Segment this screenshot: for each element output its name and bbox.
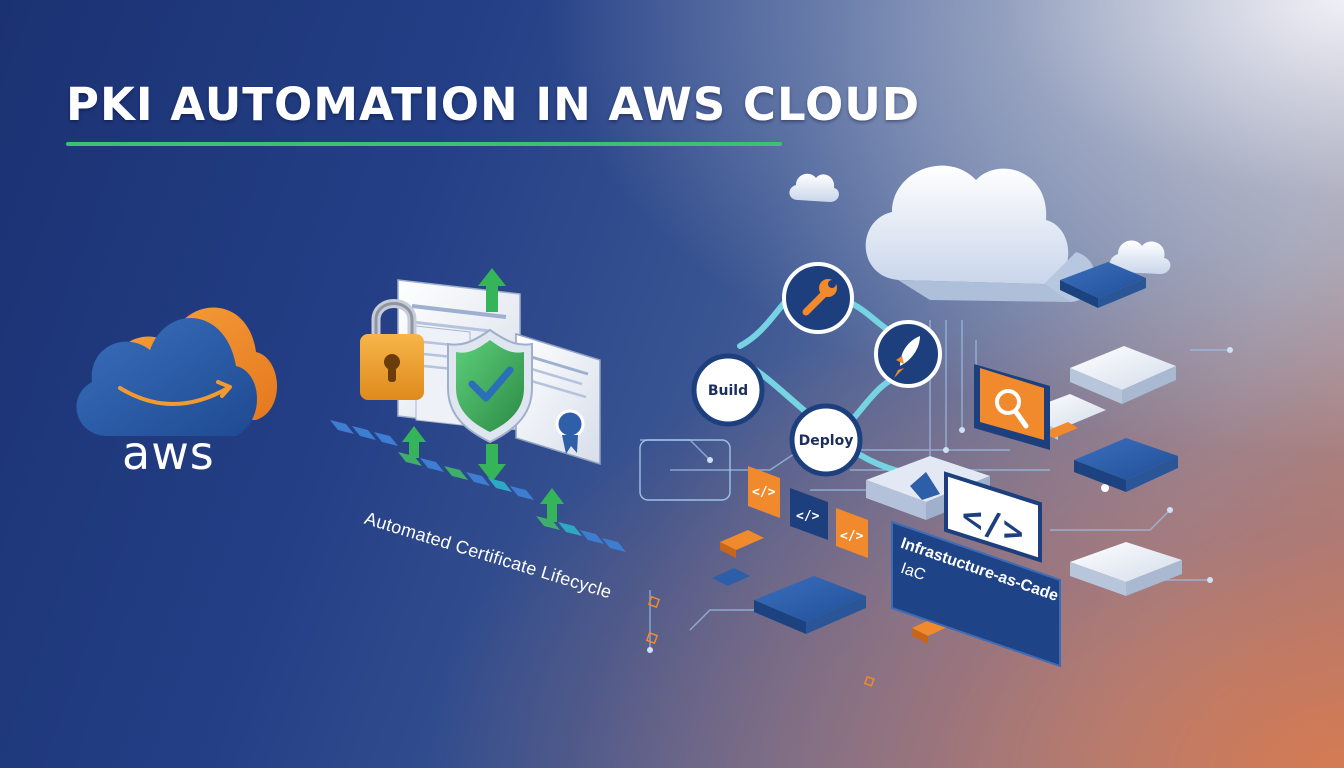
certificate-security-illustration xyxy=(330,268,626,552)
code-tile: </> xyxy=(836,508,868,558)
aws-logo-text: aws xyxy=(122,426,215,480)
magnifier-monitor xyxy=(974,364,1050,450)
iac-panel xyxy=(891,520,1061,668)
shield-check-icon xyxy=(447,328,533,444)
devops-pipeline-illustration: Build Deploy </> xyxy=(639,165,1233,687)
certificate-icon xyxy=(515,332,601,466)
padlock-icon xyxy=(360,299,424,400)
deploy-label: Deploy xyxy=(799,433,854,449)
title-underline xyxy=(66,142,782,146)
page-title: PKI AUTOMATION IN AWS CLOUD xyxy=(66,78,921,131)
deploy-button[interactable]: Deploy xyxy=(789,403,863,477)
code-tile: </> xyxy=(748,466,780,518)
rocket-button[interactable] xyxy=(874,320,942,388)
build-button[interactable]: Build xyxy=(691,353,765,427)
lifecycle-chevrons xyxy=(330,420,626,552)
code-icon: </> xyxy=(796,509,820,524)
platform-tiles xyxy=(712,262,1182,644)
decor-squares xyxy=(645,595,875,687)
wrench-icon xyxy=(802,279,837,316)
code-tile: </> xyxy=(790,488,828,540)
code-icon: </> xyxy=(752,485,776,500)
build-label: Build xyxy=(708,383,748,399)
arrow-down-icon xyxy=(478,444,506,482)
circuit-box xyxy=(639,439,731,501)
arrow-up-icon xyxy=(540,488,564,522)
arrow-up-icon xyxy=(478,268,506,312)
arrow-up-icon xyxy=(402,426,426,458)
code-icon: </> xyxy=(840,529,864,544)
aws-cloud-icon xyxy=(76,307,278,436)
cloud-icon xyxy=(865,165,1095,302)
rocket-icon xyxy=(894,336,920,378)
cloud-icon xyxy=(789,173,839,202)
wrench-button[interactable] xyxy=(782,262,854,334)
magnifier-icon xyxy=(995,389,1029,429)
cloud-icon xyxy=(1109,240,1171,274)
